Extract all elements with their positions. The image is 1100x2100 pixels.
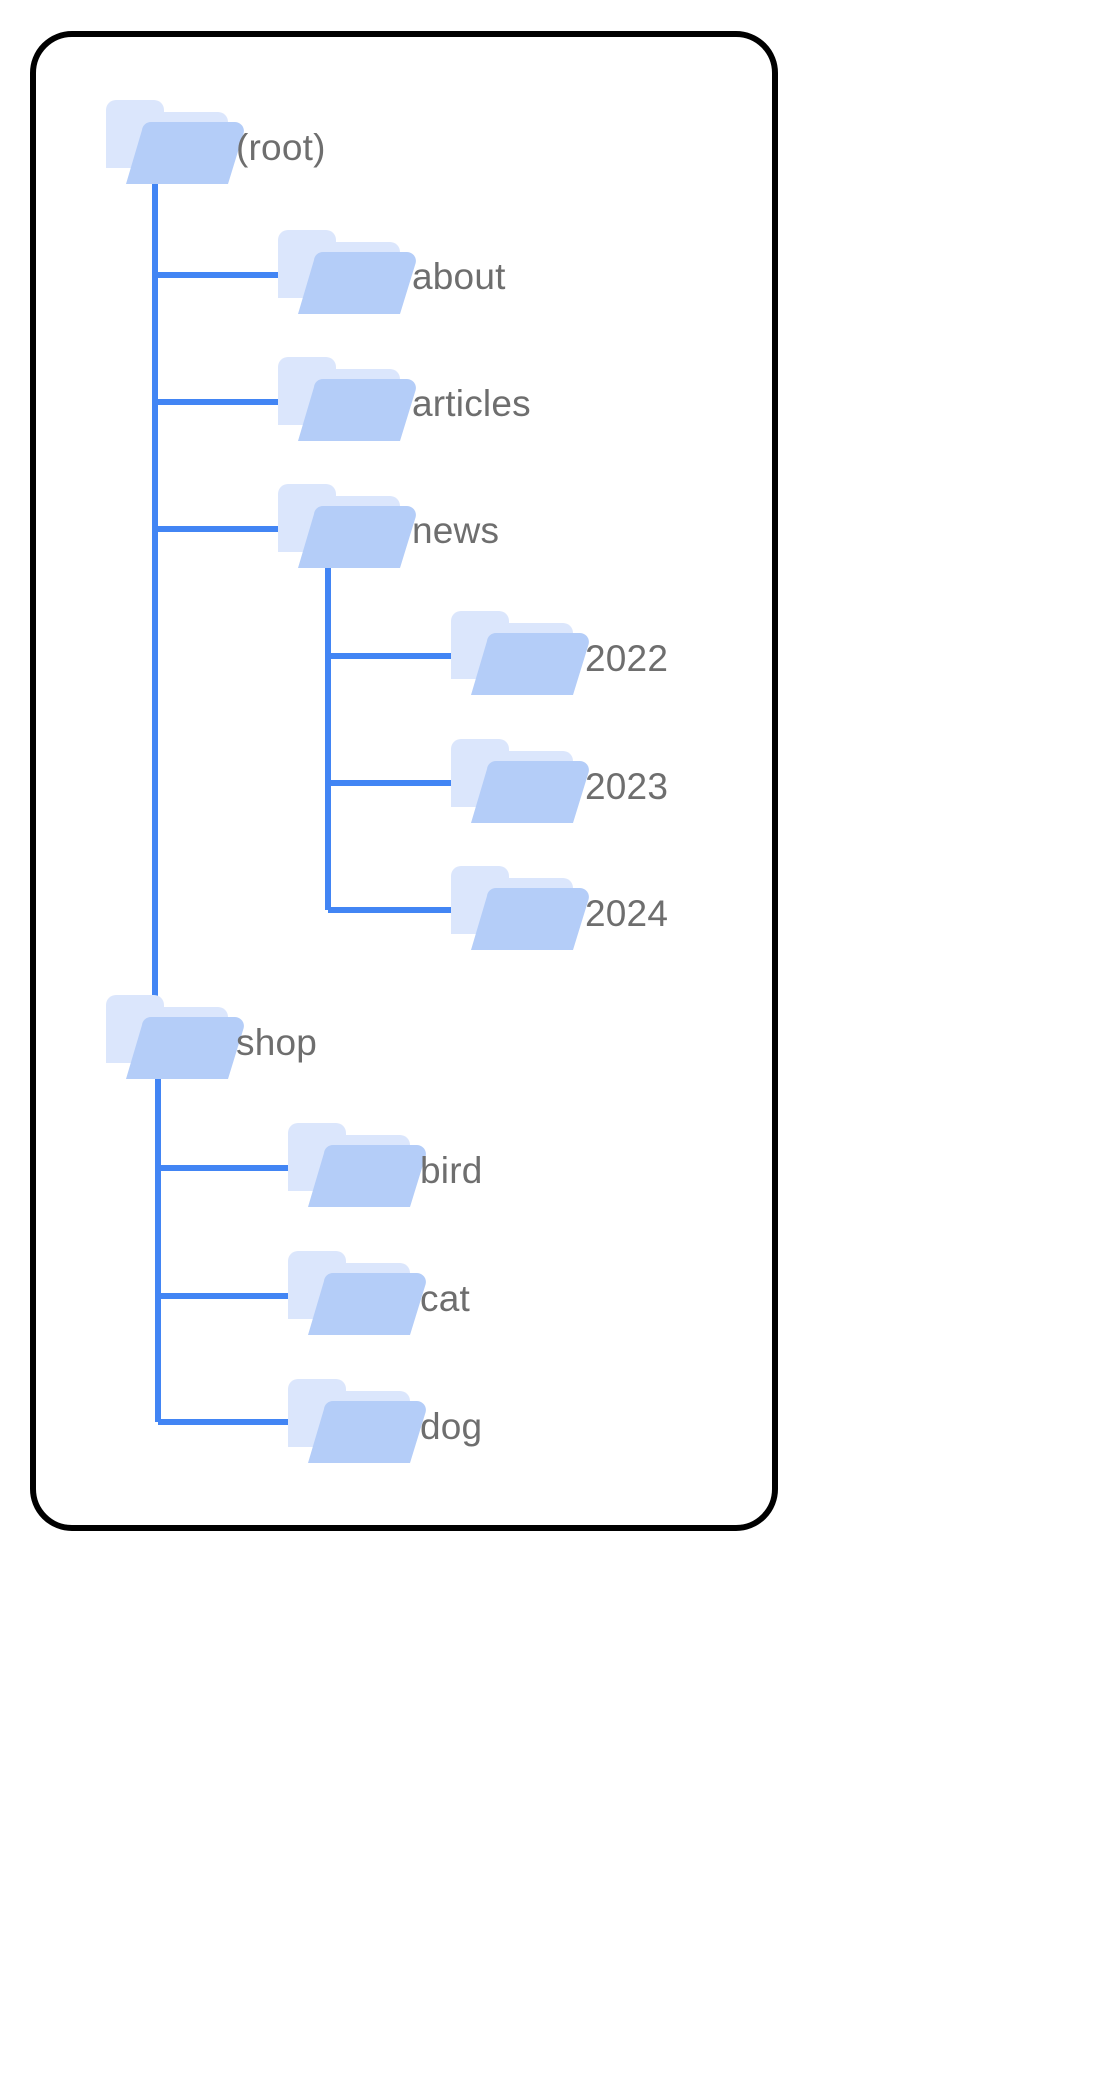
tree-node-dog[interactable]: dog bbox=[288, 1379, 482, 1463]
tree-node-bird[interactable]: bird bbox=[288, 1123, 483, 1207]
tree-node-shop[interactable]: shop bbox=[106, 995, 317, 1079]
folder-icon bbox=[451, 739, 589, 823]
folder-icon bbox=[278, 357, 416, 441]
folder-icon bbox=[278, 484, 416, 568]
folder-icon bbox=[288, 1379, 426, 1463]
tree-node-about[interactable]: about bbox=[278, 230, 506, 314]
node-label-2023: 2023 bbox=[585, 766, 668, 807]
connector-lines bbox=[152, 178, 460, 1425]
node-label-dog: dog bbox=[420, 1406, 482, 1447]
node-label-articles: articles bbox=[412, 383, 531, 424]
tree-node-2022[interactable]: 2022 bbox=[451, 611, 668, 695]
tree-node-2023[interactable]: 2023 bbox=[451, 739, 668, 823]
folder-icon bbox=[278, 230, 416, 314]
node-label-root: (root) bbox=[236, 127, 326, 168]
folder-icon bbox=[106, 995, 244, 1079]
tree-node-root[interactable]: (root) bbox=[106, 100, 326, 184]
node-label-bird: bird bbox=[420, 1150, 483, 1191]
folder-icon bbox=[451, 866, 589, 950]
node-label-news: news bbox=[412, 510, 499, 551]
tree-node-cat[interactable]: cat bbox=[288, 1251, 470, 1335]
tree-node-2024[interactable]: 2024 bbox=[451, 866, 668, 950]
folder-icon bbox=[451, 611, 589, 695]
folder-icon bbox=[288, 1251, 426, 1335]
node-label-shop: shop bbox=[236, 1022, 317, 1063]
node-label-2022: 2022 bbox=[585, 638, 668, 679]
node-label-about: about bbox=[412, 256, 506, 297]
tree-node-news[interactable]: news bbox=[278, 484, 499, 568]
folder-icon bbox=[106, 100, 244, 184]
tree-node-articles[interactable]: articles bbox=[278, 357, 531, 441]
node-label-cat: cat bbox=[420, 1278, 470, 1319]
node-label-2024: 2024 bbox=[585, 893, 668, 934]
folder-icon bbox=[288, 1123, 426, 1207]
